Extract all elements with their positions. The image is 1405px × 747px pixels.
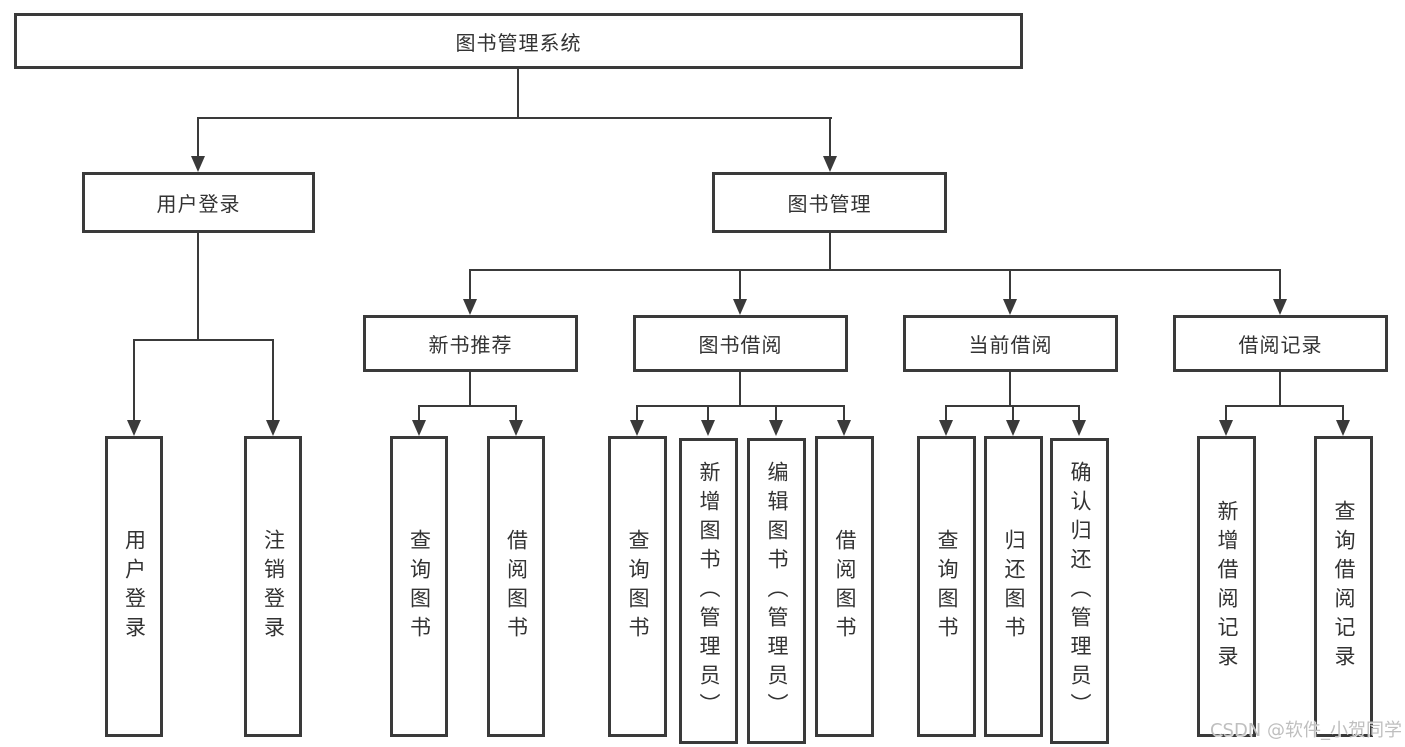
node-new-book-recommend: 新书推荐: [363, 315, 578, 372]
connector-book-mgmt-stem: [829, 233, 831, 271]
connector-borrow-records-stem: [1279, 372, 1281, 407]
leaf-query-books-recommend: 查询图书: [390, 436, 448, 737]
arrowhead-br-query: [1336, 420, 1350, 436]
node-borrowing-records: 借阅记录: [1173, 315, 1388, 372]
arrowhead-cb-query: [939, 420, 953, 436]
node-label: 确认归还（管理员）: [1068, 460, 1092, 722]
connector-to-new-book: [469, 269, 471, 300]
node-book-management-module: 图书管理: [712, 172, 947, 233]
connector-to-cb-return: [1012, 405, 1014, 421]
arrowhead-user-login: [191, 156, 205, 172]
node-book-borrowing: 图书借阅: [633, 315, 848, 372]
connector-root-stem: [517, 69, 519, 119]
connector-book-borrow-stem: [739, 372, 741, 407]
connector-current-borrow-stem: [1009, 372, 1011, 407]
leaf-query-books-current: 查询图书: [917, 436, 976, 737]
leaf-borrow-books: 借阅图书: [815, 436, 874, 737]
connector-to-borrow-records: [1279, 269, 1281, 300]
connector-to-leaf-user-login: [133, 339, 135, 421]
node-label: 当前借阅: [968, 333, 1053, 357]
connector-to-leaf-logout: [272, 339, 274, 421]
arrowhead-leaf-logout: [266, 420, 280, 436]
leaf-add-books-admin: 新增图书（管理员）: [679, 438, 738, 744]
connector-to-current-borrow: [1009, 269, 1011, 300]
leaf-return-books: 归还图书: [984, 436, 1043, 737]
arrowhead-borrow-records: [1273, 299, 1287, 315]
arrowhead-new-book: [463, 299, 477, 315]
node-label: 查询图书: [626, 528, 650, 645]
arrowhead-bb-add: [701, 420, 715, 436]
node-label: 借阅图书: [504, 528, 529, 645]
connector-root-rail: [197, 117, 832, 119]
node-root-library-system: 图书管理系统: [14, 13, 1023, 69]
connector-to-bb-query: [636, 405, 638, 421]
connector-to-br-query: [1342, 405, 1344, 421]
leaf-edit-books-admin: 编辑图书（管理员）: [747, 438, 806, 744]
connector-to-cb-query: [945, 405, 947, 421]
node-label: 新书推荐: [428, 333, 513, 357]
leaf-query-books-borrow: 查询图书: [608, 436, 667, 737]
arrowhead-cb-confirm: [1072, 420, 1086, 436]
node-label: 归还图书: [1002, 528, 1026, 645]
arrowhead-br-add: [1219, 420, 1233, 436]
node-label: 图书管理系统: [455, 30, 582, 55]
connector-new-book-rail: [418, 405, 517, 407]
csdn-watermark: CSDN @软件_小贺同学: [1209, 720, 1402, 741]
connector-to-nb-borrow: [515, 405, 517, 421]
connector-book-borrow-rail: [636, 405, 845, 407]
node-label: 图书管理: [787, 192, 872, 216]
node-label: 用户登录: [156, 192, 241, 216]
arrowhead-book-management: [823, 156, 837, 172]
arrowhead-cb-return: [1006, 420, 1020, 436]
connector-to-br-add: [1225, 405, 1227, 421]
leaf-add-borrow-record: 新增借阅记录: [1197, 436, 1256, 737]
connector-to-cb-confirm: [1078, 405, 1080, 421]
leaf-borrow-books-recommend: 借阅图书: [487, 436, 545, 737]
arrowhead-bb-edit: [769, 420, 783, 436]
connector-book-mgmt-rail: [469, 269, 1281, 271]
node-label: 查询借阅记录: [1332, 499, 1356, 674]
arrowhead-bb-query: [630, 420, 644, 436]
leaf-logout: 注销登录: [244, 436, 302, 737]
connector-to-nb-query: [418, 405, 420, 421]
node-label: 用户登录: [122, 528, 147, 645]
node-label: 编辑图书（管理员）: [765, 460, 789, 722]
arrowhead-nb-borrow: [509, 420, 523, 436]
node-label: 新增借阅记录: [1215, 499, 1239, 674]
connector-user-login-stem: [197, 233, 199, 340]
arrowhead-book-borrow: [733, 299, 747, 315]
connector-to-bb-borrow: [843, 405, 845, 421]
connector-new-book-stem: [469, 372, 471, 407]
connector-to-bb-edit: [775, 405, 777, 421]
node-label: 查询图书: [935, 528, 959, 645]
connector-to-user-login: [197, 117, 199, 157]
node-current-borrowing: 当前借阅: [903, 315, 1118, 372]
leaf-confirm-return-admin: 确认归还（管理员）: [1050, 438, 1109, 744]
node-label: 借阅记录: [1238, 333, 1323, 357]
node-label: 查询图书: [407, 528, 432, 645]
connector-to-bb-add: [707, 405, 709, 421]
connector-user-login-rail: [133, 339, 274, 341]
arrowhead-bb-borrow: [837, 420, 851, 436]
node-label: 注销登录: [261, 528, 286, 645]
connector-to-book-management: [829, 117, 831, 157]
arrowhead-nb-query: [412, 420, 426, 436]
connector-borrow-records-rail: [1225, 405, 1344, 407]
leaf-user-login: 用户登录: [105, 436, 163, 737]
leaf-query-borrow-record: 查询借阅记录: [1314, 436, 1373, 737]
node-label: 借阅图书: [833, 528, 857, 645]
arrowhead-leaf-user-login: [127, 420, 141, 436]
node-label: 图书借阅: [698, 333, 783, 357]
connector-to-book-borrow: [739, 269, 741, 300]
node-user-login-module: 用户登录: [82, 172, 315, 233]
arrowhead-current-borrow: [1003, 299, 1017, 315]
node-label: 新增图书（管理员）: [697, 460, 721, 722]
